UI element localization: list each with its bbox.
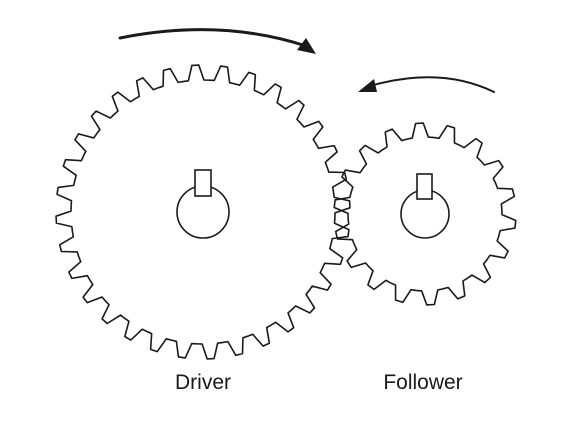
follower-hub xyxy=(400,173,450,239)
follower-rotation-arrow xyxy=(358,76,495,93)
driver-gear xyxy=(55,64,351,360)
driver-label: Driver xyxy=(175,371,231,394)
driver-keyway xyxy=(194,169,212,197)
follower-gear xyxy=(333,122,517,306)
follower-keyway xyxy=(416,173,433,200)
driver-hub xyxy=(176,169,230,239)
follower-label: Follower xyxy=(383,371,463,394)
driver-rotation-arrow xyxy=(118,28,316,54)
